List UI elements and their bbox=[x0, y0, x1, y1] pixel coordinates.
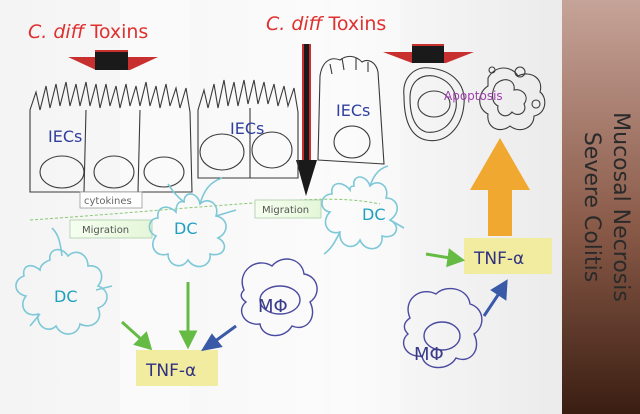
dc-label-left: DC bbox=[54, 287, 78, 306]
dendritic-cell-middle bbox=[148, 177, 237, 268]
dendritic-cell-right bbox=[321, 165, 405, 255]
cytokines-box bbox=[79, 191, 143, 209]
apoptosis-label: Apoptosis bbox=[444, 89, 503, 103]
macrophage-right bbox=[403, 287, 483, 369]
toxin-arrow-center bbox=[296, 44, 317, 196]
dc-label-middle: DC bbox=[174, 219, 198, 238]
iec-label-3: IECs bbox=[336, 101, 370, 120]
arrow-mphi-to-tnf-left bbox=[200, 324, 237, 352]
migration-box-right bbox=[254, 199, 322, 219]
epithelial-layer-middle bbox=[197, 79, 299, 179]
macrophage-middle bbox=[240, 258, 318, 337]
tnf-box-left bbox=[136, 350, 218, 386]
arrow-dc-left-to-tnf bbox=[120, 320, 153, 351]
toxin-label-left: C. diff Toxins bbox=[28, 21, 148, 43]
migration-label-right: Migration bbox=[262, 205, 309, 216]
side-banner bbox=[562, 0, 640, 414]
membrane-line bbox=[29, 198, 381, 221]
banner-line-severe-colitis: Severe Colitis bbox=[579, 132, 604, 282]
banner-line-mucosal-necrosis: Mucosal Necrosis bbox=[608, 112, 633, 302]
migration-box-left bbox=[69, 219, 153, 239]
apoptotic-cell-1 bbox=[403, 67, 465, 142]
tnf-label-left: TNF-α bbox=[145, 361, 196, 381]
tnf-box-right bbox=[464, 238, 552, 274]
tnf-label-right: TNF-α bbox=[473, 249, 524, 269]
arrow-mphi-to-tnf-right bbox=[482, 279, 508, 317]
dc-label-right: DC bbox=[362, 205, 386, 224]
arrow-dc-right-to-tnf bbox=[425, 248, 466, 268]
toxin-arrow-right bbox=[383, 44, 474, 63]
toxin-arrow-left bbox=[68, 50, 158, 70]
toxin-label-center: C. diff Toxins bbox=[266, 13, 386, 35]
mphi-label-right: MΦ bbox=[414, 344, 444, 365]
iec-label-2: IECs bbox=[230, 119, 264, 138]
apoptotic-cell-2 bbox=[479, 66, 546, 131]
dendritic-cell-left bbox=[15, 227, 113, 335]
cytokines-label: cytokines bbox=[84, 196, 132, 207]
epithelial-layer-left bbox=[29, 81, 193, 193]
arrow-dc-middle-to-tnf bbox=[178, 282, 198, 350]
arrow-tnf-to-apoptosis bbox=[470, 138, 530, 236]
background-band bbox=[330, 0, 400, 414]
mphi-label-middle: MΦ bbox=[258, 296, 288, 317]
iec-label-1: IECs bbox=[48, 127, 82, 146]
epithelial-cell-detaching bbox=[317, 55, 385, 165]
migration-label-left: Migration bbox=[82, 225, 129, 236]
